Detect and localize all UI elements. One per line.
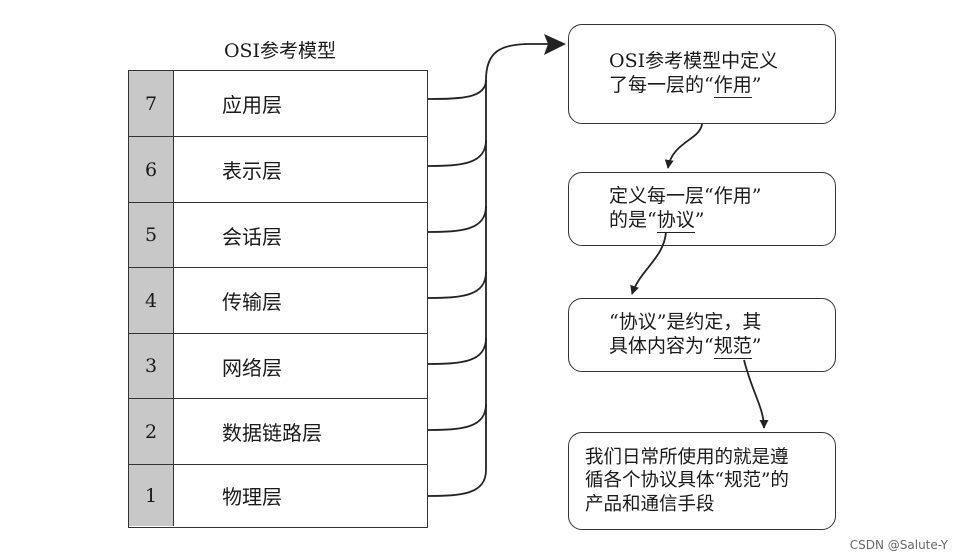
layer-row-1: 1 物理层 <box>129 464 427 526</box>
connector-layer-5 <box>427 205 487 233</box>
layer-row-5: 5 会话层 <box>129 202 427 267</box>
box-text: OSI参考模型中定义 <box>609 50 779 73</box>
connector-layer-2 <box>427 403 487 431</box>
box-text-part: ” <box>694 209 705 231</box>
diagram-title: OSI参考模型 <box>223 40 337 62</box>
layer-name: 表示层 <box>222 159 282 183</box>
layer-row-4: 4 传输层 <box>129 267 427 333</box>
layer-row-2: 2 数据链路层 <box>129 398 427 464</box>
connector-layer-1 <box>427 469 487 497</box>
box-text: 具体内容为“规范” <box>609 335 835 359</box>
definition-box-2: 定义每一层“作用” 的是“协议” <box>568 172 836 246</box>
layer-name: 会话层 <box>222 224 282 249</box>
box-text-part: ” <box>751 74 762 96</box>
definition-box-3: “协议”是约定，其 具体内容为“规范” <box>568 298 836 372</box>
box-text-part: ” <box>751 335 762 357</box>
connector-layer-6 <box>427 139 487 167</box>
connector-layer-3 <box>427 337 487 365</box>
arrow-b2-b3 <box>630 231 667 295</box>
box-text: 定义每一层“作用” <box>609 185 762 208</box>
layer-number: 6 <box>129 137 174 202</box>
arrow-b3-b4 <box>743 359 769 429</box>
arrow-b1-b2 <box>664 123 703 169</box>
box-text: 产品和通信手段 <box>585 493 715 515</box>
arrow-head-1 <box>544 34 566 55</box>
box-text: 我们日常所使用的就是遵 <box>585 447 789 469</box>
connector-layer-4 <box>427 271 487 299</box>
box-text-part: 了每一层的“ <box>609 74 714 96</box>
layer-number: 1 <box>129 465 174 526</box>
layer-name: 传输层 <box>222 290 282 314</box>
box-text: 的是“协议” <box>609 209 835 233</box>
layer-number: 2 <box>129 399 174 464</box>
layer-name: 应用层 <box>222 93 282 117</box>
underlined-term: 作用 <box>713 74 752 98</box>
box-text: “协议”是约定，其 <box>609 311 762 334</box>
underlined-term: 规范 <box>713 335 752 359</box>
box-text-part: 的是“ <box>609 209 657 231</box>
layer-name: 数据链路层 <box>222 421 322 445</box>
layer-number: 4 <box>129 268 174 333</box>
underlined-term: 协议 <box>656 209 695 233</box>
layer-row-6: 6 表示层 <box>129 136 427 202</box>
connector-trunk <box>485 43 548 470</box>
layer-number: 5 <box>129 203 174 267</box>
box-text-part: 具体内容为“ <box>609 335 714 357</box>
layer-row-3: 3 网络层 <box>129 333 427 398</box>
layer-number: 3 <box>129 334 174 398</box>
watermark-credit: CSDN @Salute-Y <box>849 538 948 552</box>
definition-box-1: OSI参考模型中定义 了每一层的“作用” <box>568 24 836 124</box>
connector-layer-7 <box>427 79 487 100</box>
osi-layer-table: 7 应用层 6 表示层 5 会话层 4 传输层 3 网络层 2 数据链路层 1 … <box>128 70 428 528</box>
definition-box-4: 我们日常所使用的就是遵 循各个协议具体“规范”的 产品和通信手段 <box>568 432 836 530</box>
layer-name: 物理层 <box>222 485 282 509</box>
layer-name: 网络层 <box>222 355 282 380</box>
box-text: 了每一层的“作用” <box>609 74 835 98</box>
layer-number: 7 <box>129 71 174 136</box>
layer-row-7: 7 应用层 <box>129 71 427 136</box>
box-text: 循各个协议具体“规范”的 <box>585 470 789 492</box>
